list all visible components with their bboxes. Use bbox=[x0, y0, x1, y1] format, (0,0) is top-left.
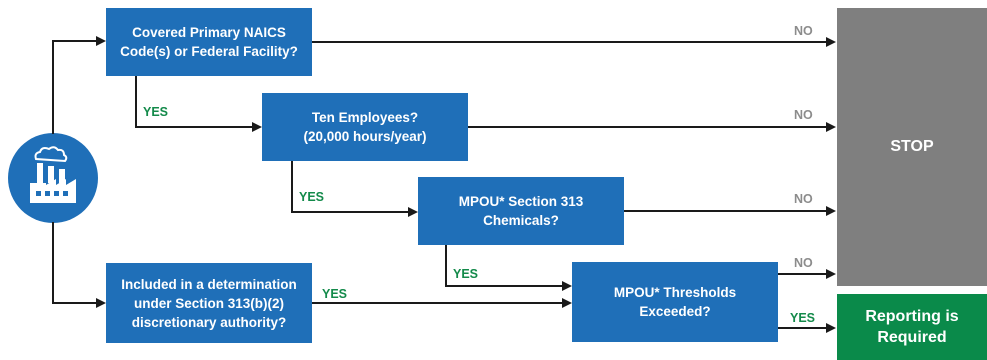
arrow-head bbox=[826, 323, 836, 333]
arrow-head bbox=[826, 37, 836, 47]
connector-line bbox=[52, 40, 96, 42]
thresholds-decision-box: MPOU* Thresholds Exceeded? bbox=[572, 262, 778, 342]
reporting-line-2: Required bbox=[877, 329, 947, 346]
yes-label: YES bbox=[790, 311, 816, 325]
stop-label: STOP bbox=[890, 138, 934, 155]
naics-line-2: Code(s) or Federal Facility? bbox=[120, 44, 298, 59]
yes-label: YES bbox=[453, 267, 479, 281]
facility-circle bbox=[8, 133, 98, 223]
connector-line bbox=[312, 41, 826, 43]
arrow-head bbox=[562, 281, 572, 291]
stop-terminal: STOP bbox=[837, 8, 987, 286]
determination-line-3: discretionary authority? bbox=[131, 314, 287, 330]
employees-line-2: (20,000 hours/year) bbox=[303, 129, 427, 144]
employees-decision-box: Ten Employees? (20,000 hours/year) bbox=[262, 93, 468, 161]
thresholds-line-2: Exceeded? bbox=[639, 304, 711, 319]
connector-line bbox=[624, 210, 826, 212]
arrow-head bbox=[96, 298, 106, 308]
arrow-head bbox=[826, 269, 836, 279]
connector-line bbox=[778, 327, 826, 329]
connector-line bbox=[445, 285, 562, 287]
connector-line bbox=[135, 126, 252, 128]
no-label: NO bbox=[794, 24, 813, 38]
arrow-head bbox=[408, 207, 418, 217]
connector-line bbox=[52, 222, 54, 304]
no-label: NO bbox=[794, 192, 813, 206]
determination-decision-box: Included in a determination under Sectio… bbox=[106, 263, 312, 343]
chemicals-line-1: MPOU* Section 313 bbox=[458, 194, 584, 209]
no-label: NO bbox=[794, 256, 813, 270]
arrow-head bbox=[252, 122, 262, 132]
connector-line bbox=[291, 211, 408, 213]
yes-label: YES bbox=[299, 190, 325, 204]
connector-line bbox=[291, 161, 293, 212]
determination-line-2: under Section 313(b)(2) bbox=[133, 295, 285, 311]
factory-icon bbox=[30, 146, 76, 203]
employees-line-1: Ten Employees? bbox=[311, 110, 419, 125]
arrow-head bbox=[562, 298, 572, 308]
yes-label: YES bbox=[322, 287, 348, 301]
connector-line bbox=[778, 273, 826, 275]
connector-line bbox=[52, 302, 96, 304]
thresholds-line-1: MPOU* Thresholds bbox=[613, 285, 737, 300]
yes-label: YES bbox=[143, 105, 169, 119]
reporting-line-1: Reporting is bbox=[865, 308, 959, 325]
naics-decision-box: Covered Primary NAICS Code(s) or Federal… bbox=[106, 8, 312, 76]
connector-line bbox=[135, 76, 137, 127]
chemicals-line-2: Chemicals? bbox=[483, 213, 559, 228]
arrow-head bbox=[826, 122, 836, 132]
naics-line-1: Covered Primary NAICS bbox=[132, 25, 286, 40]
chemicals-decision-box: MPOU* Section 313 Chemicals? bbox=[418, 177, 624, 245]
connector-line bbox=[445, 245, 447, 286]
connector-line bbox=[312, 302, 562, 304]
connector-line bbox=[468, 126, 826, 128]
arrow-head bbox=[826, 206, 836, 216]
connector-line bbox=[52, 40, 54, 134]
determination-line-1: Included in a determination bbox=[121, 276, 297, 292]
arrow-head bbox=[96, 36, 106, 46]
reporting-required-terminal: Reporting is Required bbox=[837, 294, 987, 360]
no-label: NO bbox=[794, 108, 813, 122]
